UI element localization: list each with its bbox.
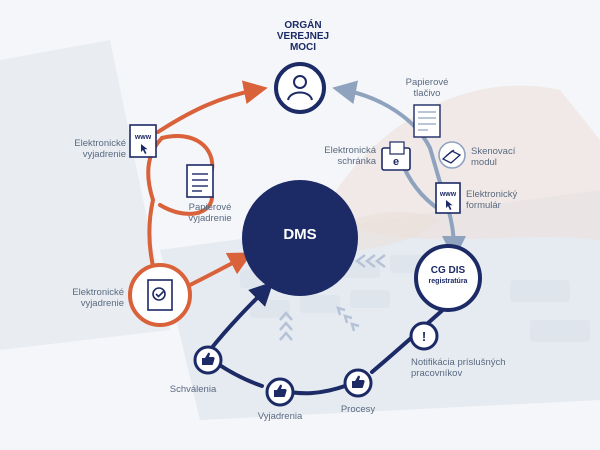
label-electronic-statement-bottom: Elektronické vyjadrenie — [72, 287, 124, 309]
label-notification: Notifikácia príslušných pracovníkov — [411, 357, 506, 379]
mailbox-icon: e — [381, 141, 411, 171]
label-statements: Vyjadrenia — [257, 411, 303, 422]
thumbs-up-icon — [274, 384, 287, 397]
www-document-icon-right: www — [435, 182, 461, 214]
paper-form-icon — [413, 104, 441, 138]
registry-title: CG DIS — [430, 265, 466, 276]
label-approvals: Schválenia — [169, 384, 217, 395]
thumbs-up-node-approvals — [193, 345, 223, 375]
alert-icon: ! — [422, 329, 426, 344]
paper-document-icon — [186, 164, 214, 198]
thumbs-up-icon — [352, 375, 365, 388]
www-text-right: www — [439, 191, 457, 198]
thumbs-up-node-statements — [265, 377, 295, 407]
label-paper-statement: Papierové vyjadrenie — [188, 202, 232, 224]
alert-node: ! — [409, 321, 439, 351]
public-authority-title: ORGÁN VEREJNEJ MOCI — [276, 20, 330, 53]
label-electronic-mailbox: Elektronická schránka — [324, 145, 376, 167]
person-icon — [287, 75, 313, 101]
registry-node — [414, 244, 482, 312]
label-processes: Procesy — [340, 404, 376, 415]
approved-document-node — [128, 263, 192, 327]
navy-flow — [208, 281, 447, 396]
label-electronic-form: Elektronický formulár — [466, 189, 518, 211]
www-text: www — [134, 134, 152, 141]
label-electronic-statement-top: Elektronické vyjadrenie — [74, 138, 126, 160]
www-document-icon-top: www — [129, 124, 157, 158]
scanner-icon — [438, 141, 466, 169]
label-scan-module: Skenovací modul — [471, 146, 516, 168]
public-authority-node — [274, 62, 326, 114]
dms-node — [242, 180, 358, 296]
thumbs-up-icon — [202, 352, 215, 365]
chevrons-into-dms — [279, 254, 386, 341]
thumbs-up-node-processes — [343, 368, 373, 398]
label-paper-form: Papierové tlačivo — [405, 77, 449, 99]
registry-subtitle: registratúra — [428, 278, 468, 285]
mailbox-letter: e — [393, 156, 399, 168]
dms-label: DMS — [283, 226, 317, 243]
check-icon — [152, 287, 166, 301]
